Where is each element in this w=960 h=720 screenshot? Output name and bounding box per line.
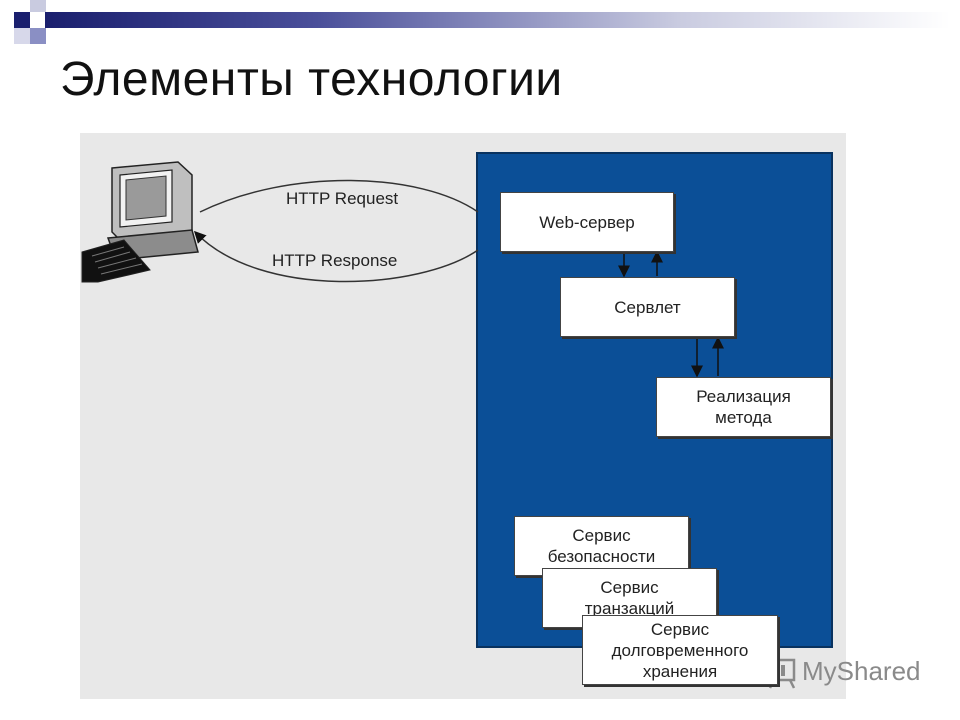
title-gradient-bar	[45, 12, 950, 28]
web-server-box: Web-сервер	[500, 192, 674, 252]
http-request-label: HTTP Request	[286, 189, 399, 208]
decor-square-4	[14, 28, 30, 44]
http-request-arc	[199, 179, 479, 213]
http-response-label: HTTP Response	[272, 251, 398, 270]
security-service-box: Сервис безопасности	[514, 516, 689, 576]
slide-title: Элементы технологии	[60, 53, 563, 106]
decor-square-1	[14, 12, 30, 28]
method-impl-box: Реализация метода	[656, 377, 831, 437]
servlet-box: Сервлет	[560, 277, 735, 337]
decor-square-2	[30, 28, 46, 44]
computer-icon	[81, 161, 199, 283]
decor-square-3	[30, 0, 46, 12]
http-response-arc	[193, 230, 479, 283]
persistence-service-box: Сервис долговременного хранения	[582, 615, 778, 685]
watermark-text: MyShared	[802, 656, 921, 686]
